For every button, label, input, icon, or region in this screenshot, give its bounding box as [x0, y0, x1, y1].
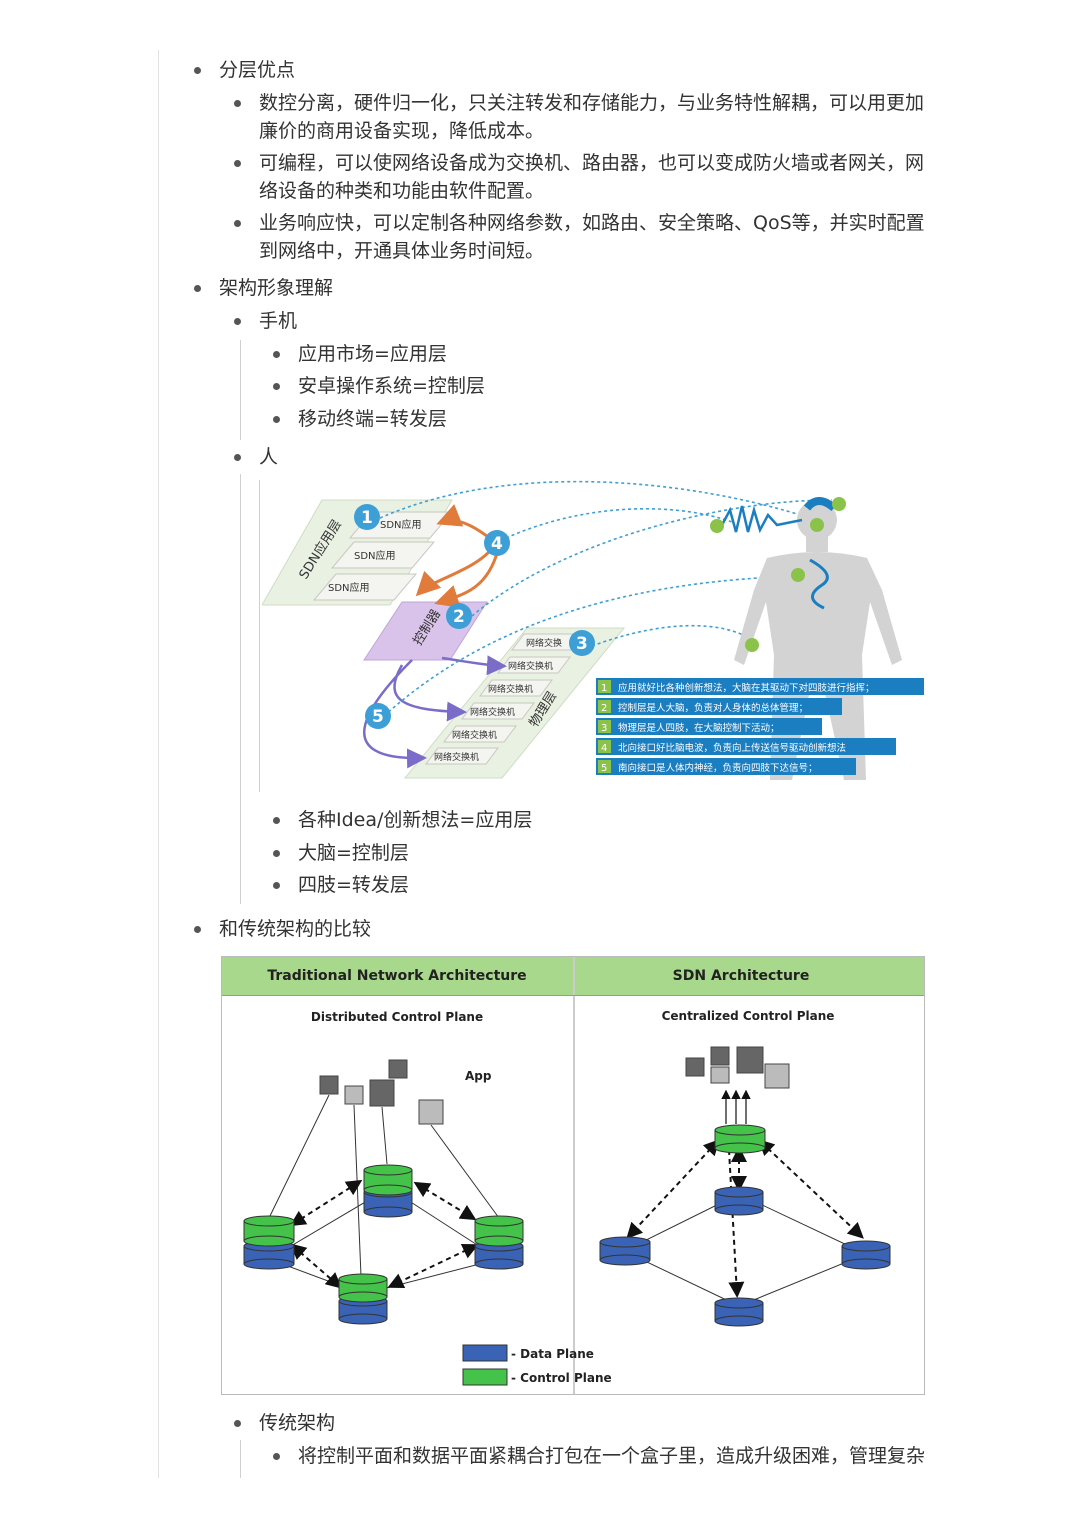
bullet-dot — [234, 318, 241, 325]
legend-num-4: 4 — [601, 743, 607, 754]
bullet-dot — [234, 1420, 241, 1427]
left-subtitle: Distributed Control Plane — [311, 1010, 483, 1024]
legend-text-3: 物理层是人四肢，在大脑控制下活动； — [618, 722, 780, 734]
right-header-text: SDN Architecture — [673, 968, 810, 984]
app-label: App — [465, 1069, 492, 1083]
body-markers — [710, 497, 846, 652]
traditional-item-1: 将控制平面和数据平面紧耦合打包在一个盒子里，造成升级困难，管理复杂 — [298, 1445, 926, 1467]
page-left-rule — [158, 50, 159, 1478]
indent-rule — [240, 1440, 241, 1478]
advantage-2-line2: 络设备的种类和功能由软件配置。 — [259, 180, 545, 202]
human-item-1: 各种Idea/创新想法=应用层 — [298, 809, 533, 831]
legend-text-2: 控制层是人大脑，负责对人身体的总体管理； — [618, 702, 808, 714]
legend-text-5: 南向接口是人体内神经，负责向四肢下达信号； — [618, 762, 818, 774]
legend-data-plane: - Data Plane — [511, 1347, 594, 1361]
advantage-1-line2: 廉价的商用设备实现，降低成本。 — [259, 120, 545, 142]
phone-item-3: 移动终端=转发层 — [298, 408, 447, 430]
switch-label-6: 网络交换机 — [434, 751, 479, 763]
right-header-bg — [575, 957, 924, 995]
marker-3: 3 — [576, 634, 588, 654]
legend-num-1: 1 — [601, 683, 607, 694]
left-header-text: Traditional Network Architecture — [267, 968, 526, 984]
app-card — [312, 573, 418, 601]
bullet-dot — [273, 817, 280, 824]
app-label-3: SDN应用 — [328, 581, 370, 594]
advantage-3-line2: 到网络中，开通具体业务时间短。 — [259, 240, 545, 262]
switch-label-5: 网络交换机 — [452, 729, 497, 741]
architecture-comparison-diagram: Traditional Network Architecture SDN Arc… — [221, 956, 925, 1395]
bullet-dot — [273, 351, 280, 358]
legend-num-3: 3 — [601, 723, 607, 734]
legend-data-plane-swatch — [462, 1344, 508, 1362]
left-header-bg — [222, 957, 573, 995]
section-title-arch-analogy: 架构形象理解 — [219, 277, 334, 299]
advantage-3-line1: 业务响应快，可以定制各种网络参数，如路由、安全策略、QoS等，并实时配置 — [259, 212, 925, 234]
right-subtitle: Centralized Control Plane — [662, 1009, 835, 1023]
left-app-boxes — [319, 1059, 444, 1125]
phone-item-1: 应用市场=应用层 — [298, 343, 447, 365]
numbered-markers — [354, 504, 595, 729]
figure-left-rule — [259, 480, 260, 792]
human-item-2: 大脑=控制层 — [298, 842, 409, 864]
left-network-nodes — [243, 1164, 524, 1325]
bullet-dot — [234, 160, 241, 167]
bullet-dot — [234, 100, 241, 107]
bullet-dot — [273, 416, 280, 423]
bullet-dot — [273, 882, 280, 889]
marker-5: 5 — [372, 707, 384, 727]
app-card — [330, 541, 436, 569]
bullet-dot — [194, 67, 201, 74]
legend-num-2: 2 — [601, 703, 607, 714]
marker-1: 1 — [361, 508, 373, 528]
legend-text-4: 北向接口好比脑电波，负责向上传送信号驱动创新想法 — [618, 742, 846, 754]
legend-control-plane-swatch — [462, 1368, 508, 1386]
marker-4: 4 — [491, 534, 503, 554]
switch-label-2: 网络交换机 — [508, 660, 553, 672]
human-label: 人 — [259, 446, 279, 468]
right-network-nodes — [599, 1124, 891, 1327]
advantage-2-line1: 可编程，可以使网络设备成为交换机、路由器，也可以变成防火墙或者网关，网 — [259, 152, 925, 174]
bullet-dot — [194, 285, 201, 292]
switch-label-3: 网络交换机 — [488, 683, 533, 695]
traditional-label: 传统架构 — [259, 1412, 336, 1434]
right-app-boxes — [685, 1046, 790, 1089]
indent-rule — [240, 340, 241, 440]
bullet-dot — [234, 454, 241, 461]
human-item-3: 四肢=转发层 — [298, 874, 409, 896]
bullet-dot — [194, 926, 201, 933]
app-label-1: SDN应用 — [380, 518, 422, 531]
section-title-comparison: 和传统架构的比较 — [219, 918, 372, 940]
switch-label-1: 网络交换 — [526, 637, 562, 649]
switch-cards — [425, 633, 585, 765]
sdn-human-analogy-diagram: SDN应用 SDN应用 SDN应用 SDN应用层 控制器 网络交换 网络交换机 … — [262, 480, 924, 780]
legend-text-1: 应用就好比各种创新想法，大脑在其驱动下对四肢进行指挥； — [618, 682, 875, 694]
human-diagram-legend — [596, 678, 924, 775]
legend-num-5: 5 — [601, 763, 607, 774]
advantage-1-line1: 数控分离，硬件归一化，只关注转发和存储能力，与业务特性解耦，可以用更加 — [259, 92, 925, 114]
indent-rule — [240, 474, 241, 904]
app-label-2: SDN应用 — [354, 549, 396, 562]
legend-control-plane: - Control Plane — [511, 1371, 612, 1385]
marker-2: 2 — [453, 607, 465, 627]
bullet-dot — [234, 220, 241, 227]
switch-label-4: 网络交换机 — [470, 706, 515, 718]
bullet-dot — [273, 850, 280, 857]
bullet-dot — [273, 383, 280, 390]
bullet-dot — [273, 1453, 280, 1460]
phone-label: 手机 — [259, 310, 298, 332]
phone-item-2: 安卓操作系统=控制层 — [298, 375, 485, 397]
section-title-layer-advantages: 分层优点 — [219, 59, 296, 81]
